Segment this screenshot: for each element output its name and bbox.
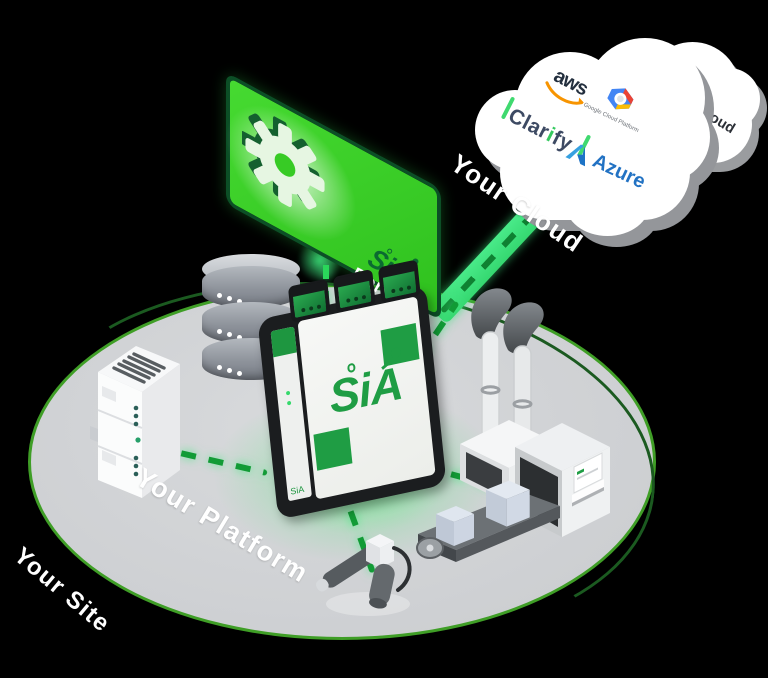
- scanner-grip: [369, 563, 395, 609]
- scanner-head: [366, 534, 394, 568]
- device-green-square: [313, 427, 353, 471]
- azure-logo: Azure: [563, 138, 649, 194]
- scanner-cable: [392, 546, 412, 592]
- google-cloud-icon: [607, 88, 634, 110]
- device-side-brand: SiA: [289, 483, 305, 497]
- conveyor-box: [486, 480, 530, 527]
- database-illustration: [202, 254, 300, 382]
- sia-wordmark: SiA: [326, 346, 405, 424]
- plc-status-leds: [133, 405, 139, 477]
- device-brand-text: SiA: [326, 356, 405, 424]
- database-segment: [202, 266, 300, 308]
- aws-logo: aws: [536, 64, 596, 118]
- device-face: SiA: [297, 296, 436, 500]
- portal-screen: [226, 72, 441, 321]
- scanner-illustration: [315, 534, 412, 616]
- smoke-plume: [471, 288, 512, 340]
- conveyor-box: [436, 506, 474, 546]
- gear-icon: [242, 113, 325, 210]
- aws-swoosh-icon: [545, 81, 584, 105]
- plc-illustration: [90, 346, 180, 498]
- machine-output-slot: [572, 479, 604, 503]
- status-led: [285, 390, 291, 396]
- gateway-device: SiA SiA: [257, 259, 447, 520]
- device-brand: SiA: [304, 346, 428, 425]
- smoke-plume: [503, 302, 544, 354]
- strip-cap: [270, 326, 297, 358]
- status-led: [286, 400, 292, 406]
- azure-icon: [565, 144, 586, 167]
- gcp-logo: Google Cloud Platform: [582, 74, 654, 134]
- plc-vents: [112, 352, 166, 384]
- cloud-group: + Custom Cloud Clarify aws: [470, 30, 768, 245]
- provider-cloud: Clarify aws Google Cloud Platform: [470, 30, 768, 245]
